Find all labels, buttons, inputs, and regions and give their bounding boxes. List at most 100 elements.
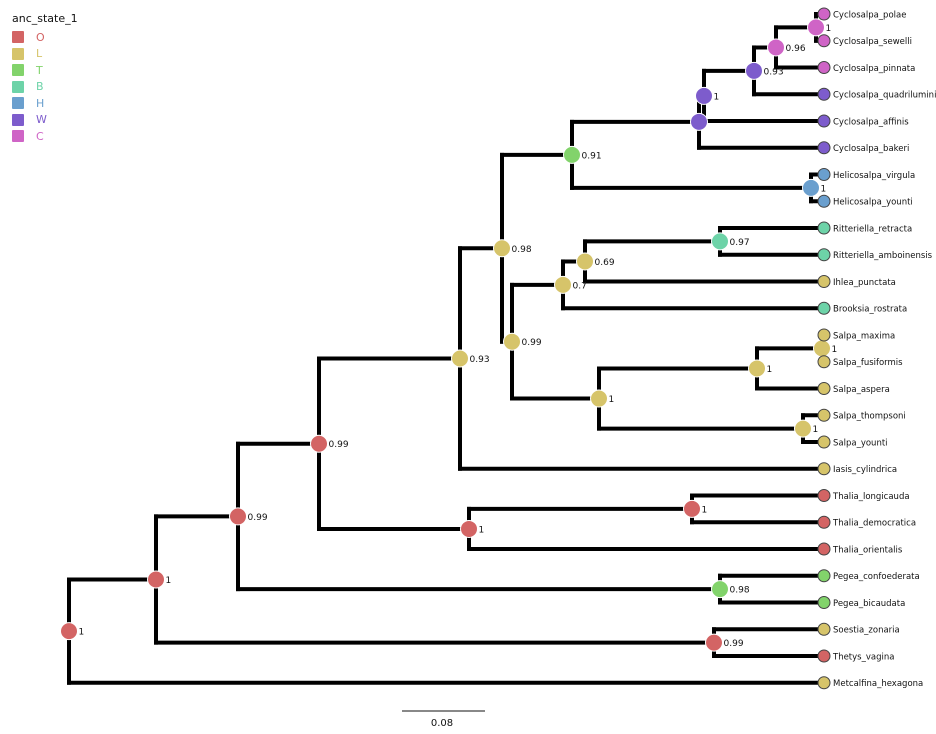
legend-item: T xyxy=(12,62,78,79)
legend-title: anc_state_1 xyxy=(12,12,78,25)
tip-label: Ihlea_punctata xyxy=(833,278,896,288)
tip-state-marker xyxy=(817,569,831,583)
tip-state-marker xyxy=(817,141,831,155)
tip-labels: Cyclosalpa_polaeCyclosalpa_sewelliCyclos… xyxy=(832,10,936,689)
node-state-marker xyxy=(695,86,713,105)
legend-label: O xyxy=(36,30,45,44)
support-value: 0.69 xyxy=(595,258,615,268)
support-value: 1 xyxy=(821,184,827,194)
tip-label: Thalia_orientalis xyxy=(832,545,903,555)
tip-state-marker xyxy=(817,676,831,690)
node-state-marker xyxy=(748,359,766,378)
support-value: 0.98 xyxy=(730,586,750,596)
tip-label: Pegea_confoederata xyxy=(833,572,920,582)
tip-state-marker xyxy=(817,61,831,74)
tip-label: Helicosalpa_younti xyxy=(833,198,913,208)
tip-markers xyxy=(817,7,831,690)
legend-swatch xyxy=(12,80,24,93)
legend-swatch xyxy=(12,130,24,143)
node-state-marker xyxy=(807,18,825,37)
legend-label: H xyxy=(36,96,45,110)
tip-state-marker xyxy=(817,87,831,101)
node-state-marker xyxy=(229,507,247,526)
node-state-marker xyxy=(60,622,78,641)
tip-state-marker xyxy=(817,622,831,636)
tip-state-marker xyxy=(817,515,831,529)
tip-label: Helicosalpa_virgula xyxy=(833,171,915,181)
support-value: 1 xyxy=(813,425,819,435)
node-state-marker xyxy=(705,633,723,652)
legend-swatch xyxy=(12,113,24,126)
support-value: 1 xyxy=(609,395,615,405)
node-state-marker xyxy=(590,389,608,408)
tip-label: Ritteriella_amboinensis xyxy=(833,251,933,261)
tip-label: Cyclosalpa_polae xyxy=(833,10,906,20)
tip-label: Salpa_maxima xyxy=(833,331,895,341)
node-state-marker xyxy=(767,38,785,57)
node-state-marker xyxy=(711,580,729,599)
tip-label: Thalia_longicauda xyxy=(832,492,910,502)
legend-item: W xyxy=(12,112,78,129)
tip-label: Brooksia_rostrata xyxy=(833,305,907,315)
support-value: 1 xyxy=(702,505,708,515)
node-state-marker xyxy=(794,419,812,438)
legend-item: H xyxy=(12,95,78,112)
tip-state-marker xyxy=(817,489,831,502)
support-values: 10.960.93110.910.970.690.711110.990.980.… xyxy=(79,24,838,649)
support-value: 1 xyxy=(479,525,485,535)
tip-label: Salpa_thompsoni xyxy=(833,412,906,422)
tip-label: Thetys_vagina xyxy=(832,652,894,662)
tip-label: Thalia_democratica xyxy=(832,519,916,529)
legend-swatch xyxy=(12,31,24,44)
tip-state-marker xyxy=(817,328,831,342)
support-value: 0.93 xyxy=(470,355,490,365)
tip-state-marker xyxy=(817,275,831,288)
node-state-marker xyxy=(147,570,165,589)
support-value: 0.97 xyxy=(730,238,750,248)
support-value: 1 xyxy=(166,576,172,586)
tip-state-marker xyxy=(817,649,831,663)
support-value: 0.7 xyxy=(573,281,587,291)
tip-label: Ritteriella_retracta xyxy=(833,224,912,234)
scale-bar: 0.08 xyxy=(402,710,485,729)
tip-state-marker xyxy=(817,382,831,395)
node-state-marker xyxy=(813,339,831,358)
tip-state-marker xyxy=(817,168,831,181)
legend-swatch xyxy=(12,47,24,60)
support-value: 0.91 xyxy=(582,151,602,161)
tip-state-marker xyxy=(817,435,831,449)
tip-state-marker xyxy=(817,194,831,208)
support-value: 1 xyxy=(714,92,720,102)
legend-item: O xyxy=(12,29,78,46)
support-value: 0.98 xyxy=(512,245,532,255)
node-state-marker xyxy=(451,349,469,368)
scale-bar-label: 0.08 xyxy=(431,718,453,729)
legend-swatch xyxy=(12,64,24,77)
tip-state-marker xyxy=(817,7,831,21)
legend-label: T xyxy=(36,63,43,77)
tip-state-marker xyxy=(817,34,831,48)
legend-label: L xyxy=(36,47,43,61)
tip-state-marker xyxy=(817,248,831,262)
tip-state-marker xyxy=(817,355,831,369)
support-value: 0.93 xyxy=(764,67,784,77)
tip-label: Salpa_fusiformis xyxy=(833,358,903,368)
node-state-marker xyxy=(683,499,701,518)
node-state-marker xyxy=(711,232,729,251)
node-state-marker xyxy=(563,145,581,164)
support-value: 1 xyxy=(79,628,85,638)
tip-label: Metcalfina_hexagona xyxy=(833,679,923,689)
node-state-marker xyxy=(460,519,478,538)
node-state-marker xyxy=(745,61,763,80)
tree-edges xyxy=(67,12,826,685)
node-state-marker xyxy=(576,252,594,271)
support-value: 1 xyxy=(832,345,838,355)
legend-label: W xyxy=(36,113,47,127)
tip-label: Salpa_aspera xyxy=(833,385,890,395)
legend-item: C xyxy=(12,128,78,145)
node-state-marker xyxy=(554,275,572,294)
tip-state-marker xyxy=(817,114,831,128)
tip-label: Salpa_younti xyxy=(833,438,888,448)
